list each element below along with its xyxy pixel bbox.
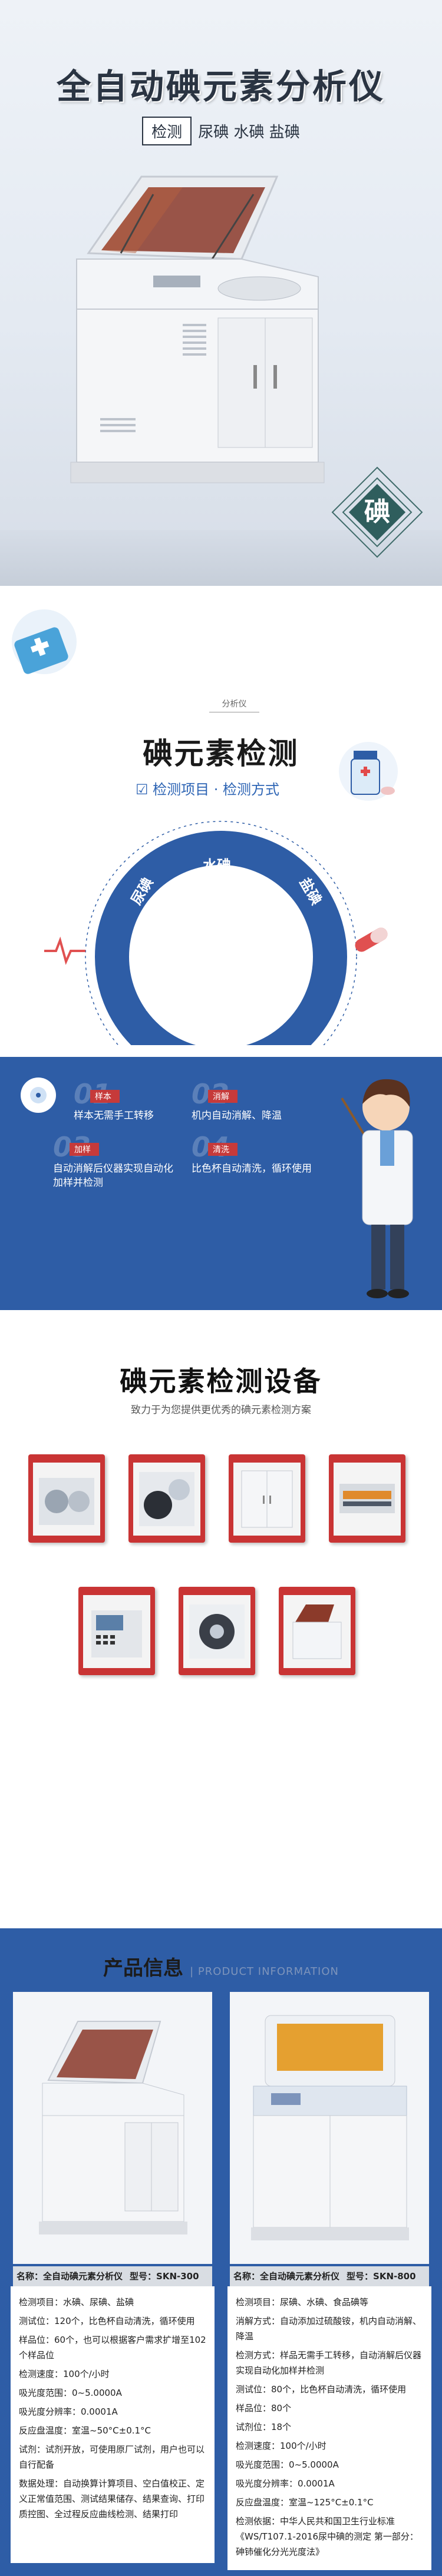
spec-line: 吸光度分辨率：0.0001A — [19, 2406, 118, 2417]
analyzer-skn300-image — [39, 2021, 187, 2234]
step-load: 03 加样 自动消解后仪器实现自动化加样并检测 — [53, 1133, 183, 1190]
ring-label-water: 水碘 — [203, 857, 231, 874]
analyzer-skn800-image — [251, 2015, 409, 2240]
equipment-thumb[interactable] — [179, 1587, 255, 1675]
spec-line: 检测方式：样品无需手工转移，自动消解后仪器实现自动化加样并检测 — [236, 2350, 422, 2376]
product-specs-skn800: 检测项目：尿碘、水碘、食品碘等 消解方式：自动添加过硫酸铵，机内自动消解、降温 … — [227, 2286, 431, 2570]
iodine-seal-icon — [331, 466, 423, 558]
spec-line: 样品位：80个 — [236, 2403, 292, 2413]
hero-title: 全自动碘元素分析仪 — [56, 67, 385, 107]
equipment-subtitle: 致力于为您提供更优秀的碘元素检测方案 — [131, 1404, 311, 1416]
spec-line: 吸光度范围：0~5.0000A — [236, 2459, 339, 2470]
spec-line: 样品位：60个，也可以根据客户需求扩增至102个样品位 — [19, 2335, 206, 2360]
equipment-thumb[interactable] — [229, 1454, 305, 1543]
step-digest: 02 消解 机内自动消解、降温 — [192, 1080, 333, 1123]
product-name-row: 名称：全自动碘元素分析仪 型号：SKN-300 — [11, 2266, 215, 2286]
product-info-heading: 产品信息 | PRODUCT INFORMATION — [103, 1957, 339, 1980]
step-clean: 04 清洗 比色杯自动清洗，循环使用 — [192, 1133, 315, 1176]
spec-line: 检测速度：100个/小时 — [236, 2441, 326, 2451]
spec-line: 消解方式：自动添加过硫酸铵，机内自动消解、降温 — [236, 2316, 422, 2342]
sample-rotor-image — [189, 1604, 245, 1659]
heating-module-image — [339, 1484, 395, 1513]
product-image-skn300 — [11, 1990, 215, 2266]
equipment-section: 碘元素检测设备 致力于为您提供更优秀的碘元素检测方案 — [0, 1310, 442, 1928]
hero-floor — [0, 530, 442, 586]
medical-kit-icon — [12, 609, 77, 674]
equipment-thumb[interactable] — [329, 1454, 405, 1543]
ring-label-bottom: 适用于检测尿液中的碘元素含量 — [144, 999, 293, 1011]
spec-line: 检测速度：100个/小时 — [19, 2369, 110, 2379]
reaction-disc-image — [139, 1472, 194, 1526]
equipment-title: 碘元素检测设备 — [120, 1365, 322, 1397]
heartbeat-icon — [44, 936, 85, 965]
product-card-skn300: 名称：全自动碘元素分析仪 型号：SKN-300 检测项目：水碘、尿碘、盐碘 测试… — [11, 1990, 215, 2563]
control-panel-image — [91, 1610, 142, 1657]
intro-subtitle: ☑ 检测项目 · 检测方式 — [136, 781, 280, 798]
product-card-skn800: 名称：全自动碘元素分析仪 型号：SKN-800 检测项目：尿碘、水碘、食品碘等 … — [227, 1990, 431, 2570]
spec-line: 数据处理：自动换算计算项目、空白值校正、定义正常值范围、测试结果储存、结果查询、… — [19, 2478, 205, 2519]
intro-title: 碘元素检测 — [143, 737, 299, 771]
process-steps: 01 样本 样本无需手工转移 02 消解 机内自动消解、降温 03 加样 自动消… — [21, 1075, 318, 1222]
spec-line: 测试位：120个，比色杯自动清洗，循环使用 — [19, 2316, 195, 2326]
spec-line: 反应盘温度：室温~125°C±0.1°C — [236, 2497, 374, 2508]
intro-label: 分析仪 — [209, 698, 259, 712]
product-specs-skn300: 检测项目：水碘、尿碘、盐碘 测试位：120个，比色杯自动清洗，循环使用 样品位：… — [11, 2286, 215, 2563]
medicine-bottle-icon — [339, 742, 398, 801]
hero-tags: 检测 尿碘 水碘 盐碘 — [0, 117, 442, 145]
equipment-thumb[interactable] — [78, 1587, 155, 1675]
spec-line: 检测依据：中华人民共和国卫生行业标准《WS/T107.1-2016尿中碘的测定 … — [236, 2516, 418, 2557]
analyzer-small-image — [292, 1604, 342, 1659]
spec-line: 反应盘温度：室温~50°C±0.1°C — [19, 2425, 151, 2436]
spec-line: 检测项目：尿碘、水碘、食品碘等 — [236, 2297, 369, 2308]
product-image-skn800 — [227, 1990, 431, 2266]
pill-icon — [355, 927, 388, 952]
analyzer-machine-image — [70, 175, 325, 483]
hero-tag-box: 检测 — [142, 117, 192, 145]
spec-line: 检测项目：水碘、尿碘、盐碘 — [19, 2297, 134, 2308]
spec-line: 吸光度范围：0~5.0000A — [19, 2388, 122, 2398]
process-steps-band: 01 样本 样本无需手工转移 02 消解 机内自动消解、降温 03 加样 自动消… — [0, 1057, 442, 1310]
equipment-thumb[interactable] — [28, 1454, 105, 1543]
doctor-illustration — [341, 1079, 413, 1298]
spec-line: 试剂：试剂开放，可使用原厂试剂，用户也可以自行配备 — [19, 2444, 205, 2470]
hero-seal-text: 碘 — [364, 497, 390, 527]
step-sample: 01 样本 样本无需手工转移 — [74, 1080, 215, 1123]
intro-section: 分析仪 碘元素检测 ☑ 检测项目 · 检测方式 水碘 尿碘 盐碘 适用于检测尿液… — [0, 586, 442, 1057]
analyzer-tray-image — [39, 1478, 94, 1525]
product-info-section: 产品信息 | PRODUCT INFORMATION 名称：全自动碘元素分析仪 … — [0, 1928, 442, 2576]
equipment-thumb[interactable] — [279, 1587, 355, 1675]
intro-ring-graphic — [85, 821, 357, 1045]
cabinet-door-image — [241, 1470, 293, 1528]
check-icon: ☑ — [136, 781, 149, 798]
disc-icon — [21, 1078, 56, 1113]
product-name-row: 名称：全自动碘元素分析仪 型号：SKN-800 — [227, 2266, 431, 2286]
hero-tag-items: 尿碘 水碘 盐碘 — [198, 124, 300, 141]
hero-banner: 全自动碘元素分析仪 检测 尿碘 水碘 盐碘 碘 — [0, 0, 442, 586]
spec-line: 测试位：80个，比色杯自动清洗，循环使用 — [236, 2384, 407, 2395]
equipment-thumb[interactable] — [128, 1454, 205, 1543]
spec-line: 吸光度分辨率：0.0001A — [236, 2478, 335, 2489]
spec-line: 试剂位：18个 — [236, 2422, 292, 2432]
